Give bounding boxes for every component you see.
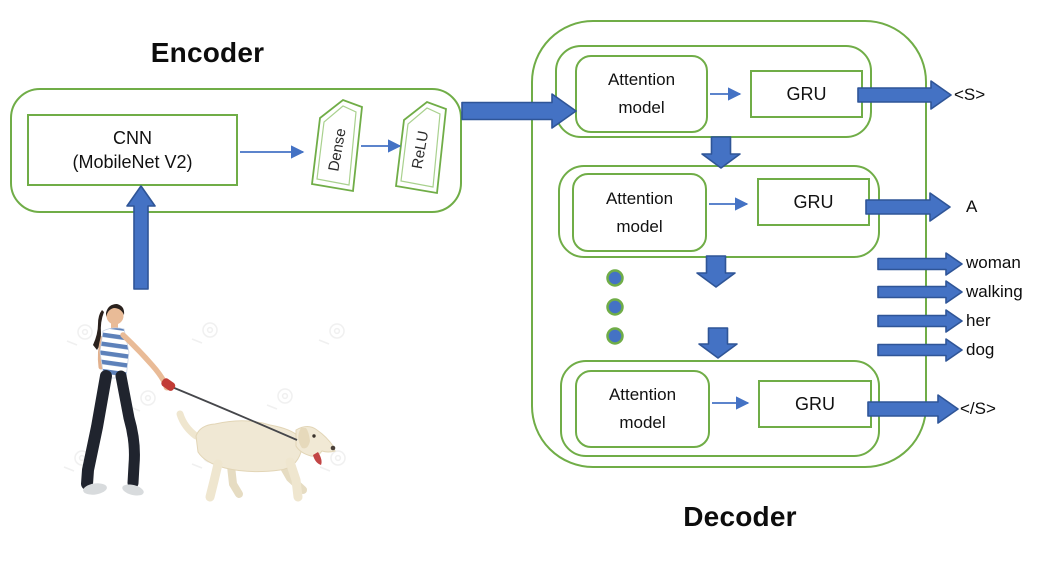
attention-model-box-1: Attention model [575, 55, 708, 133]
attention-label-line2: model [619, 413, 666, 432]
cnn-label-line2: (MobileNet V2) [72, 152, 193, 172]
gru-label: GRU [786, 83, 827, 104]
watermark-icons [63, 322, 346, 472]
dog-illustration [176, 410, 336, 502]
woman-illustration [81, 304, 171, 496]
cnn-box: CNN (MobileNet V2) [27, 114, 238, 186]
cnn-label-line1: CNN [113, 128, 152, 148]
attention-label-line1: Attention [605, 188, 674, 208]
encoder-title: Encoder [150, 37, 265, 68]
output-word-dog: dog [966, 340, 995, 359]
attention-model-box-2: Attention model [572, 173, 707, 252]
attention-label-line1: Attention [607, 70, 676, 89]
decoder-title: Decoder [683, 501, 797, 532]
decoder-container [531, 20, 927, 468]
gru-box-3: GRU [758, 380, 872, 428]
output-token-a: A [966, 197, 978, 216]
gru-label: GRU [795, 393, 835, 414]
dog-leash [161, 378, 298, 441]
output-word-woman: woman [966, 253, 1021, 272]
encoder-container [10, 88, 462, 213]
gru-label: GRU [793, 191, 834, 212]
output-word-her: her [966, 311, 991, 330]
output-token-end: </S> [960, 399, 996, 418]
attention-label-line2: model [616, 216, 663, 236]
gru-box-2: GRU [757, 178, 870, 226]
attention-model-box-3: Attention model [575, 370, 710, 448]
output-word-walking: walking [966, 282, 1023, 301]
attention-label-line2: model [618, 98, 665, 117]
input-photo-woman-walking-dog [63, 304, 346, 502]
gru-box-1: GRU [750, 70, 863, 118]
output-token-start: <S> [954, 85, 986, 104]
attention-label-line1: Attention [608, 385, 677, 404]
